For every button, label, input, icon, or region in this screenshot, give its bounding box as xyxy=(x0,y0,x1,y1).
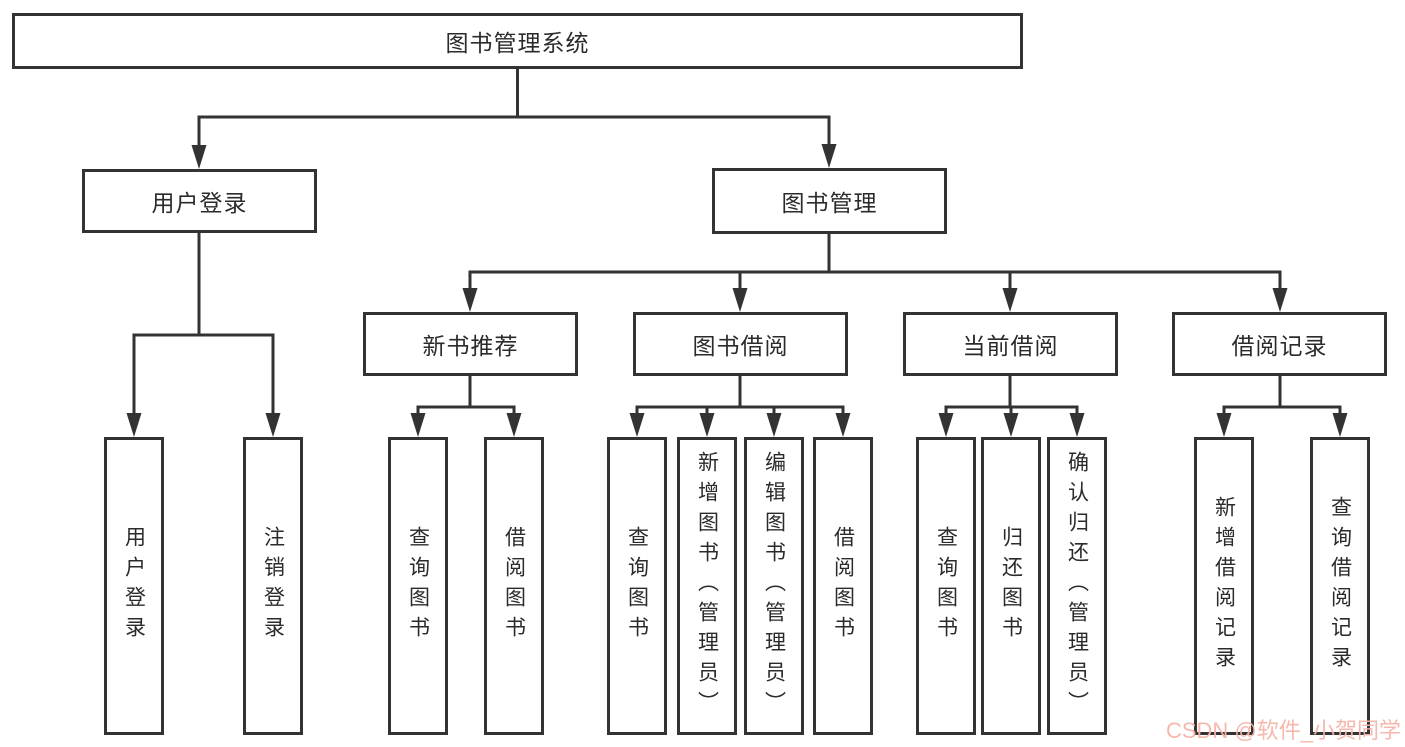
node-leaf-logout-label: 注销登录 xyxy=(261,526,285,646)
node-new-book-recommend-label: 新书推荐 xyxy=(422,333,519,359)
node-user-login: 用户登录 xyxy=(82,169,317,233)
node-leaf-query-books-1: 查询图书 xyxy=(388,437,448,735)
node-leaf-edit-books-admin: 编辑图书（管理员） xyxy=(744,437,804,735)
node-book-borrowing-label: 图书借阅 xyxy=(692,333,789,359)
node-leaf-edit-books-admin-label: 编辑图书（管理员） xyxy=(762,451,786,721)
node-leaf-confirm-return-admin: 确认归还（管理员） xyxy=(1047,437,1107,735)
node-leaf-add-borrow-record-label: 新增借阅记录 xyxy=(1212,496,1236,676)
node-leaf-query-books-2: 查询图书 xyxy=(607,437,667,735)
node-leaf-add-books-admin-label: 新增图书（管理员） xyxy=(695,451,719,721)
node-leaf-add-borrow-record: 新增借阅记录 xyxy=(1194,437,1254,735)
node-leaf-query-borrow-record: 查询借阅记录 xyxy=(1310,437,1370,735)
node-leaf-borrow-books-2-label: 借阅图书 xyxy=(831,526,855,646)
node-leaf-add-books-admin: 新增图书（管理员） xyxy=(677,437,737,735)
node-root-system: 图书管理系统 xyxy=(12,13,1023,69)
node-borrowing-records: 借阅记录 xyxy=(1172,312,1387,376)
node-book-management-label: 图书管理 xyxy=(781,190,878,216)
node-leaf-query-books-3-label: 查询图书 xyxy=(934,526,958,646)
node-current-borrowing-label: 当前借阅 xyxy=(962,333,1059,359)
node-leaf-borrow-books-2: 借阅图书 xyxy=(813,437,873,735)
node-leaf-borrow-books-1: 借阅图书 xyxy=(484,437,544,735)
node-leaf-return-books: 归还图书 xyxy=(981,437,1041,735)
node-book-management: 图书管理 xyxy=(712,168,947,234)
node-leaf-query-books-1-label: 查询图书 xyxy=(406,526,430,646)
node-user-login-label: 用户登录 xyxy=(151,190,248,216)
node-leaf-logout: 注销登录 xyxy=(243,437,303,735)
node-leaf-borrow-books-1-label: 借阅图书 xyxy=(502,526,526,646)
node-leaf-return-books-label: 归还图书 xyxy=(999,526,1023,646)
node-leaf-query-borrow-record-label: 查询借阅记录 xyxy=(1328,496,1352,676)
node-leaf-confirm-return-admin-label: 确认归还（管理员） xyxy=(1065,451,1089,721)
node-leaf-query-books-2-label: 查询图书 xyxy=(625,526,649,646)
node-leaf-query-books-3: 查询图书 xyxy=(916,437,976,735)
node-leaf-user-login: 用户登录 xyxy=(104,437,164,735)
node-current-borrowing: 当前借阅 xyxy=(903,312,1118,376)
node-borrowing-records-label: 借阅记录 xyxy=(1231,333,1328,359)
node-leaf-user-login-label: 用户登录 xyxy=(122,526,146,646)
node-book-borrowing: 图书借阅 xyxy=(633,312,848,376)
node-root-system-label: 图书管理系统 xyxy=(445,30,590,56)
node-new-book-recommend: 新书推荐 xyxy=(363,312,578,376)
